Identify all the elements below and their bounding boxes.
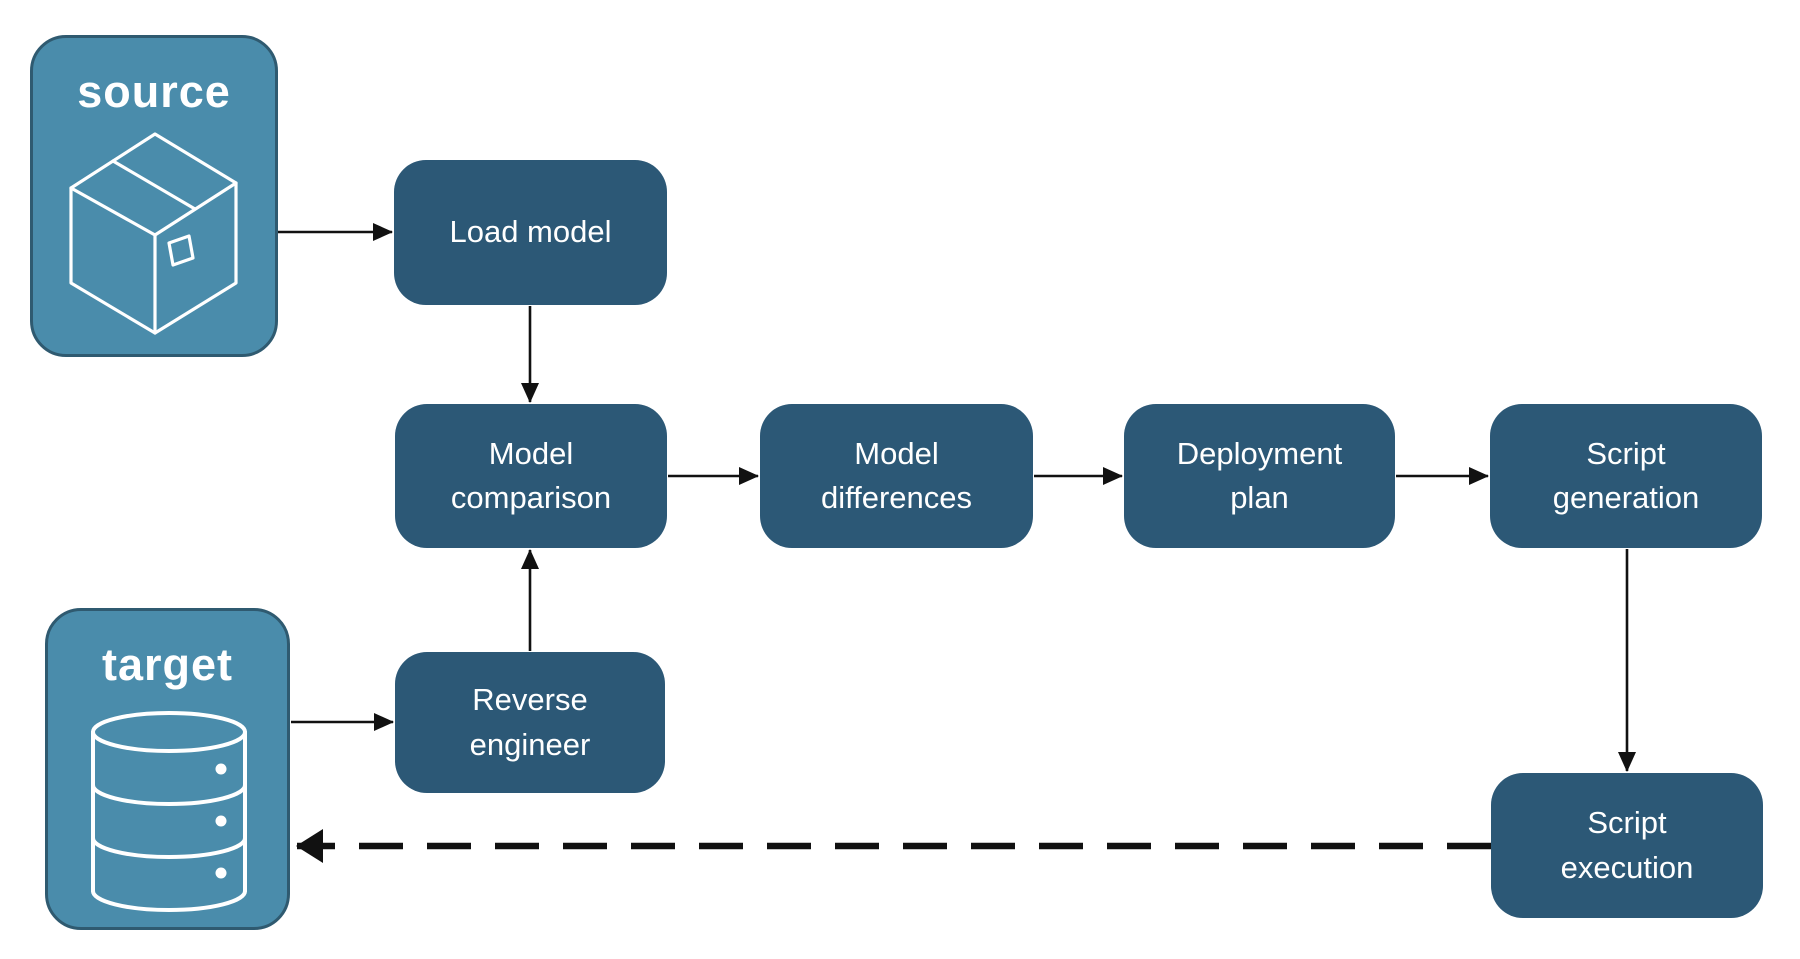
node-model-comparison: Model comparison [395, 404, 667, 548]
node-script-execution-label: Script execution [1560, 805, 1694, 885]
node-reverse-engineer-label: Reverse engineer [469, 682, 591, 762]
node-deployment-plan: Deployment plan [1124, 404, 1395, 548]
endpoint-source: source [30, 35, 278, 357]
database-icon [91, 711, 247, 912]
node-script-execution: Script execution [1491, 773, 1763, 918]
node-model-comparison-label: Model comparison [450, 435, 612, 515]
endpoint-target: target [45, 608, 290, 930]
node-script-generation: Script generation [1490, 404, 1762, 548]
node-script-generation-label: Script generation [1552, 435, 1700, 515]
endpoint-target-label: target [101, 639, 234, 690]
endpoint-source-label: source [77, 66, 231, 117]
node-load-model-label: Load model [449, 214, 612, 250]
node-deployment-plan-label: Deployment plan [1176, 435, 1343, 515]
node-model-differences: Model differences [760, 404, 1033, 548]
node-model-differences-label: Model differences [820, 435, 973, 515]
node-load-model: Load model [394, 160, 667, 305]
package-icon [69, 132, 238, 335]
node-reverse-engineer: Reverse engineer [395, 652, 665, 793]
